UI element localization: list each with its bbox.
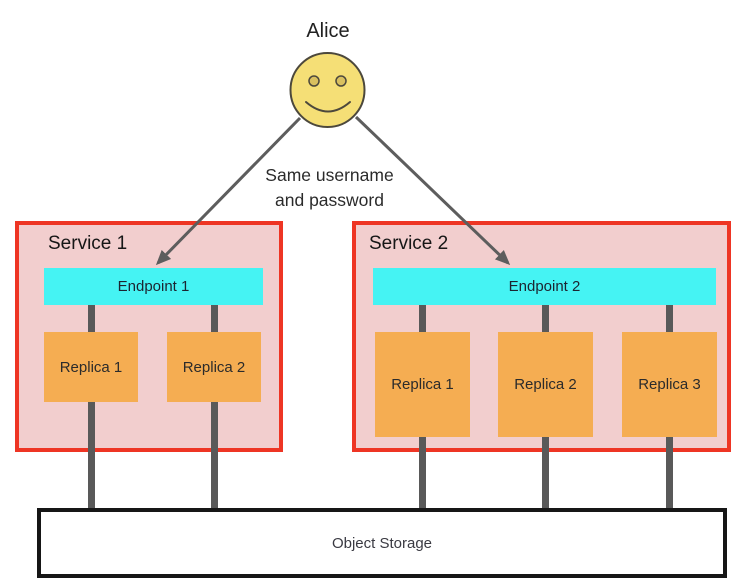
object-storage-box: Object Storage bbox=[37, 508, 727, 578]
connector-line bbox=[211, 304, 218, 512]
service-2-title: Service 2 bbox=[369, 233, 449, 254]
endpoint-2-bar: Endpoint 2 bbox=[373, 268, 716, 305]
service-1-replica-1: Replica 1 bbox=[44, 332, 138, 402]
left-eye-icon bbox=[308, 75, 320, 87]
service-2-box: Service 2 Endpoint 2 Replica 1 Replica 2… bbox=[352, 221, 731, 452]
actor-label: Alice bbox=[306, 20, 350, 42]
object-storage-label: Object Storage bbox=[331, 534, 433, 552]
smile-icon bbox=[305, 101, 351, 113]
smiley-face-icon bbox=[289, 52, 366, 128]
service-2-replica-3: Replica 3 bbox=[622, 332, 717, 437]
connector-line bbox=[88, 304, 95, 512]
service-1-title: Service 1 bbox=[48, 233, 128, 254]
service-2-replica-2: Replica 2 bbox=[498, 332, 593, 437]
credentials-note-line2: and password bbox=[275, 190, 384, 210]
service-1-box: Service 1 Endpoint 1 Replica 1 Replica 2 bbox=[15, 221, 283, 452]
right-eye-icon bbox=[335, 75, 347, 87]
credentials-note: Same username and password bbox=[222, 163, 437, 213]
service-2-replica-1: Replica 1 bbox=[375, 332, 470, 437]
service-1-replica-2: Replica 2 bbox=[167, 332, 261, 402]
credentials-note-line1: Same username bbox=[265, 165, 394, 185]
endpoint-1-bar: Endpoint 1 bbox=[44, 268, 263, 305]
